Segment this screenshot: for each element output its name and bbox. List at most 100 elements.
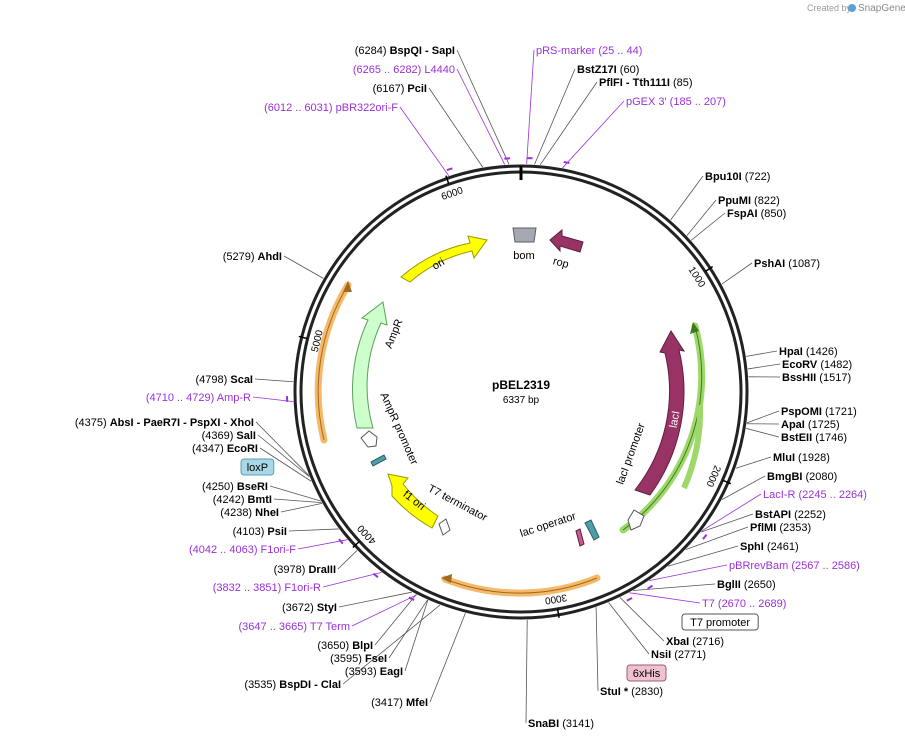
scale-tick (722, 479, 732, 485)
leader-line (648, 564, 728, 582)
orf-arc-right-line (622, 325, 703, 531)
primer-label[interactable]: pBRrevBam (2567 .. 2586) (729, 560, 860, 572)
orf-arc-left-arrow (343, 281, 352, 292)
leader-line (721, 262, 753, 285)
boxed-label[interactable]: 6xHis (626, 664, 667, 682)
primer-label[interactable]: T7 (2670 .. 2689) (702, 598, 786, 610)
enzyme-label[interactable]: (4375) AbsI - PaeR7I - PspXI - XhoI (75, 417, 254, 429)
enzyme-label[interactable]: PflFI - Tth111I (85) (599, 77, 693, 89)
enzyme-label[interactable]: (4103) PsiI (233, 526, 287, 538)
primer-label[interactable]: (6012 .. 6031) pBR322ori-F (264, 102, 398, 114)
primer-name: F1ori-R (284, 582, 321, 594)
enzyme-position: (1746) (812, 432, 847, 444)
enzyme-label[interactable]: PshAI (1087) (754, 258, 820, 270)
enzyme-position: (2461) (764, 541, 799, 553)
feature-f1-ori[interactable]: f1 ori (387, 473, 439, 529)
enzyme-label[interactable]: (6167) PciI (373, 83, 427, 95)
feature-lac-operator[interactable]: lac operator (519, 510, 600, 547)
enzyme-label[interactable]: Bpu10I (722) (705, 171, 770, 183)
enzyme-label[interactable]: EcoRV (1482) (782, 359, 852, 371)
primer-label[interactable]: LacI-R (2245 .. 2264) (763, 489, 867, 501)
leader-line (633, 583, 716, 591)
feature-laci[interactable]: lacI (634, 330, 686, 496)
credit-text: Created by (807, 3, 852, 13)
enzyme-label[interactable]: (4347) EcoRI (192, 443, 258, 455)
boxed-label-bg (626, 664, 667, 682)
enzyme-label[interactable]: (3672) StyI (282, 602, 337, 614)
enzyme-name: ScaI (230, 374, 253, 386)
enzyme-label[interactable]: (4238) NheI (220, 507, 279, 519)
feature-bom[interactable]: bom (512, 227, 537, 262)
enzyme-name: BstAPI (755, 509, 791, 521)
primer-label[interactable]: pGEX 3' (185 .. 207) (626, 96, 726, 108)
enzyme-label[interactable]: FspAI (850) (727, 208, 786, 220)
enzyme-label[interactable]: (4369) SalI (202, 430, 256, 442)
enzyme-label[interactable]: SphI (2461) (740, 541, 799, 553)
enzyme-label[interactable]: (4250) BseRI (202, 481, 268, 493)
enzyme-label[interactable]: (4798) ScaI (196, 374, 254, 386)
primer-label[interactable]: (3832 .. 3851) F1ori-R (213, 582, 321, 594)
primer-label[interactable]: (4042 .. 4063) F1ori-F (189, 544, 296, 556)
enzyme-name: StuI * (600, 686, 629, 698)
enzyme-label[interactable]: PflMI (2353) (750, 522, 811, 534)
primer-range: (4710 .. 4729) (146, 392, 217, 404)
loxp-mark (370, 454, 387, 467)
enzyme-position: (2353) (776, 522, 811, 534)
enzyme-label[interactable]: (3417) MfeI (371, 697, 428, 709)
leader-line (322, 572, 382, 588)
leader-line (562, 100, 625, 169)
enzyme-label[interactable]: NsiI (2771) (651, 649, 706, 661)
boxed-label[interactable]: T7 promoter (681, 613, 759, 631)
enzyme-label[interactable]: PspOMI (1721) (781, 406, 857, 418)
enzyme-label[interactable]: ApaI (1725) (781, 419, 840, 431)
enzyme-label[interactable]: BmgBI (2080) (767, 471, 837, 483)
enzyme-label[interactable]: HpaI (1426) (779, 346, 838, 358)
feature-ampr-promoter[interactable]: AmpR promoter (360, 391, 420, 467)
enzyme-label[interactable]: (3593) EagI (345, 666, 403, 678)
enzyme-name: SnaBI (528, 718, 559, 730)
primer-label[interactable]: (4710 .. 4729) Amp-R (146, 392, 251, 404)
enzyme-label[interactable]: BstZ17I (60) (577, 64, 639, 76)
feature-ori[interactable]: ori (400, 235, 488, 283)
enzyme-position: (3650) (317, 640, 352, 652)
boxed-label[interactable]: loxP (240, 458, 275, 476)
enzyme-name: SphI (740, 541, 764, 553)
plasmid-length: 6337 bp (503, 395, 540, 406)
primer-label[interactable]: pRS-marker (25 .. 44) (536, 45, 642, 57)
enzyme-name: BmgBI (767, 471, 802, 483)
enzyme-label[interactable]: (4242) BmtI (213, 494, 272, 506)
enzyme-label[interactable]: BstEII (1746) (781, 432, 847, 444)
enzyme-label[interactable]: (6284) BspQI - SapI (355, 45, 455, 57)
snapgene-credit[interactable]: Created by SnapGene (807, 3, 905, 14)
primer-range: (4042 .. 4063) (189, 544, 261, 556)
enzyme-name: Bpu10I (705, 171, 742, 183)
leader-line (283, 255, 324, 279)
leader-line (690, 212, 726, 241)
enzyme-label[interactable]: (3595) FseI (330, 653, 387, 665)
enzyme-name: MfeI (406, 697, 428, 709)
feature-rop[interactable]: rop (549, 228, 584, 271)
primer-label[interactable]: (3647 .. 3665) T7 Term (239, 621, 351, 633)
feature-label-laci-promoter: lacI promoter (615, 421, 648, 486)
primer-label[interactable]: (6265 .. 6282) L4440 (353, 64, 455, 76)
enzyme-label[interactable]: (5279) AhdI (223, 251, 282, 263)
enzyme-name: BglII (717, 579, 741, 591)
enzyme-label[interactable]: MluI (1928) (773, 452, 830, 464)
enzyme-label[interactable]: PpuMI (822) (718, 195, 780, 207)
enzyme-label[interactable]: XbaI (2716) (666, 636, 724, 648)
enzyme-label[interactable]: (3650) BlpI (317, 640, 373, 652)
leader-line (399, 106, 450, 176)
orf-arc-left-line (317, 284, 349, 441)
enzyme-label[interactable]: BssHII (1517) (782, 372, 851, 384)
leader-line (269, 485, 321, 502)
enzyme-label[interactable]: (3978) DraIII (274, 564, 336, 576)
enzyme-label[interactable]: StuI * (2830) (600, 686, 663, 698)
enzyme-label[interactable]: (3535) BspDI - ClaI (244, 679, 341, 691)
scale-tick (556, 608, 560, 618)
feature-t7-terminator[interactable]: T7 terminator (426, 483, 490, 536)
primer-name: pGEX 3' (626, 96, 667, 108)
enzyme-label[interactable]: SnaBI (3141) (528, 718, 594, 730)
enzyme-label[interactable]: BstAPI (2252) (755, 509, 826, 521)
leader-line (351, 594, 418, 627)
enzyme-label[interactable]: BglII (2650) (717, 579, 776, 591)
